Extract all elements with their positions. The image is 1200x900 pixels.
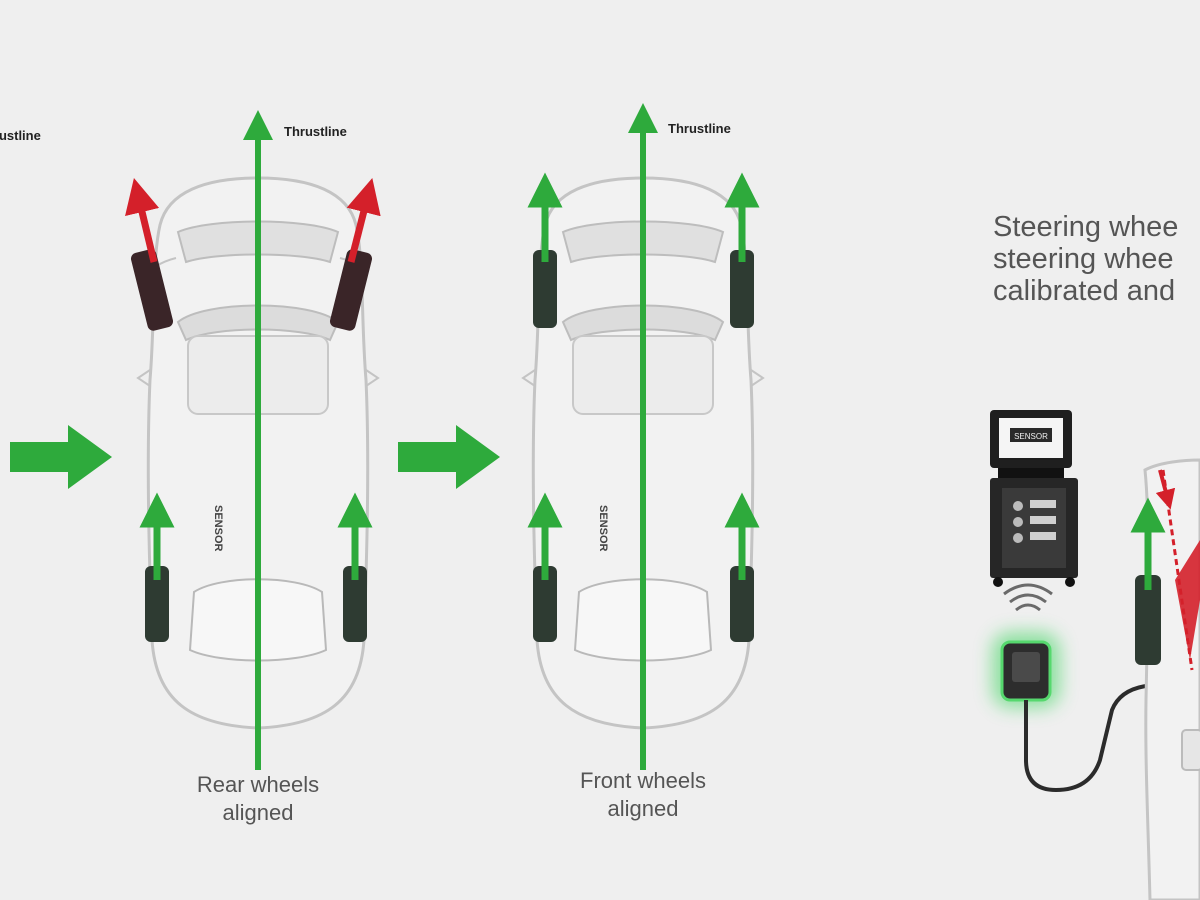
front-left-tire	[130, 249, 174, 331]
car-rear-wheels-aligned: SENSOR	[125, 110, 381, 770]
rear-left-tire	[533, 566, 557, 642]
steering-sensor	[1181, 729, 1200, 771]
seat-marking: SENSOR	[212, 505, 224, 552]
caption-rear-line2: aligned	[223, 800, 294, 825]
steering-heading-line2: steering whee	[993, 243, 1174, 275]
thrustline-label: Thrustline	[284, 124, 347, 139]
steering-heading-line3: calibrated and	[993, 275, 1175, 307]
sensor-cable	[1024, 684, 1160, 793]
front-left-tire	[533, 250, 557, 328]
caption-front-line1: Front wheels	[580, 768, 706, 793]
front-left-tire	[1135, 575, 1161, 665]
car-front-wheels-aligned: SENSOR	[521, 103, 765, 770]
rear-right-tire	[730, 566, 754, 642]
front-right-tire	[730, 250, 754, 328]
thrustline-label-partial: Thrustline	[0, 128, 41, 143]
caption-rear-line1: Rear wheels	[197, 772, 319, 797]
steering-indicator-arrow	[1155, 469, 1176, 510]
steering-heading-line1: Steering whee	[993, 211, 1178, 243]
steering-red-arrow	[1175, 540, 1200, 660]
car-partial	[1130, 458, 1200, 900]
rear-left-tire	[145, 566, 169, 642]
seat-marking: SENSOR	[597, 505, 609, 552]
front-left-direction-arrow	[125, 177, 160, 263]
wireless-sensor-device	[992, 632, 1060, 708]
wifi-signal-icon	[1003, 583, 1053, 612]
front-right-direction-arrow	[346, 178, 381, 263]
right-arrow-icon	[10, 425, 112, 489]
thrustline-label: Thrustline	[668, 121, 731, 136]
tester-screen-text: SENSOR	[1014, 432, 1048, 441]
front-right-tire	[329, 249, 373, 331]
rear-right-tire	[343, 566, 367, 642]
caption-front-line2: aligned	[608, 796, 679, 821]
right-arrow-icon	[398, 425, 500, 489]
diagnostic-tester: SENSOR	[990, 410, 1078, 587]
